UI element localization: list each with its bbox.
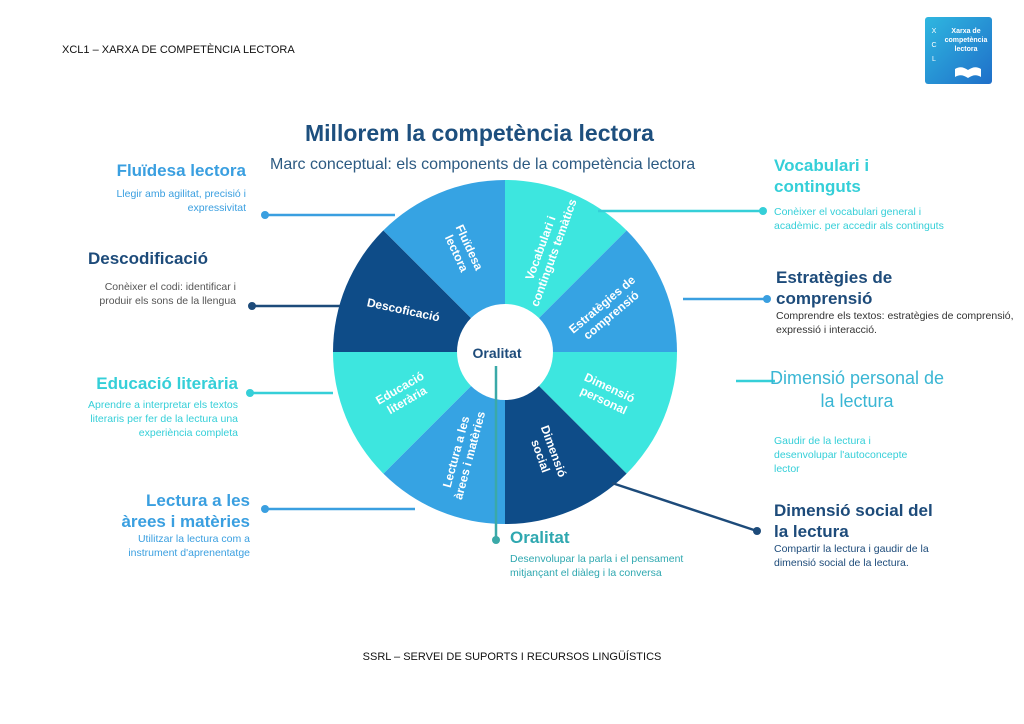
wheel-sector <box>505 352 677 474</box>
diagram-subtitle: Marc conceptual: els components de la co… <box>270 156 696 173</box>
callout-estrategies: Estratègies de comprensió Comprendre els… <box>776 268 1014 336</box>
wheel-sector <box>505 352 627 524</box>
book-icon <box>955 67 981 78</box>
callout-lectura: Lectura a les àrees i matèries Utilitzar… <box>121 491 250 559</box>
wheel-sector <box>333 352 505 474</box>
callout-descodificacio-title: Descodificació <box>88 249 208 268</box>
wheel-sector <box>333 230 505 352</box>
page-header: XCL1 – XARXA DE COMPETÈNCIA LECTORA <box>62 44 295 56</box>
center-label: Oralitat <box>472 345 521 361</box>
diagram-title: Millorem la competència lectora <box>305 120 654 146</box>
connector-social <box>611 481 758 533</box>
logo-text: Xarxa de competència lectora <box>944 28 988 53</box>
wheel-sector <box>505 180 627 352</box>
callout-oralitat: Oralitat Desenvolupar la parla i el pens… <box>510 528 684 579</box>
callout-vocabulari: Vocabulari i continguts Conèixer el voca… <box>774 156 944 232</box>
callout-educacio: Educació literària Aprendre a interpreta… <box>88 374 238 439</box>
center-circle <box>457 304 553 400</box>
wheel-sector <box>505 230 677 352</box>
callout-social: Dimensió social del la lectura Compartir… <box>774 501 933 569</box>
wheel-sector <box>383 352 505 524</box>
page-footer: SSRL – SERVEI DE SUPORTS I RECURSOS LING… <box>362 651 662 663</box>
callout-fluidesa: Fluïdesa lectora Llegir amb agilitat, pr… <box>116 161 246 214</box>
wheel-sector <box>383 180 505 352</box>
callout-personal: Dimensió personal de la lectura <box>769 368 945 411</box>
callout-personal-text: Gaudir de la lectura i desenvolupar l'au… <box>774 435 908 475</box>
callout-descodificacio-text: Conèixer el codi: identificar i produir … <box>99 281 236 307</box>
